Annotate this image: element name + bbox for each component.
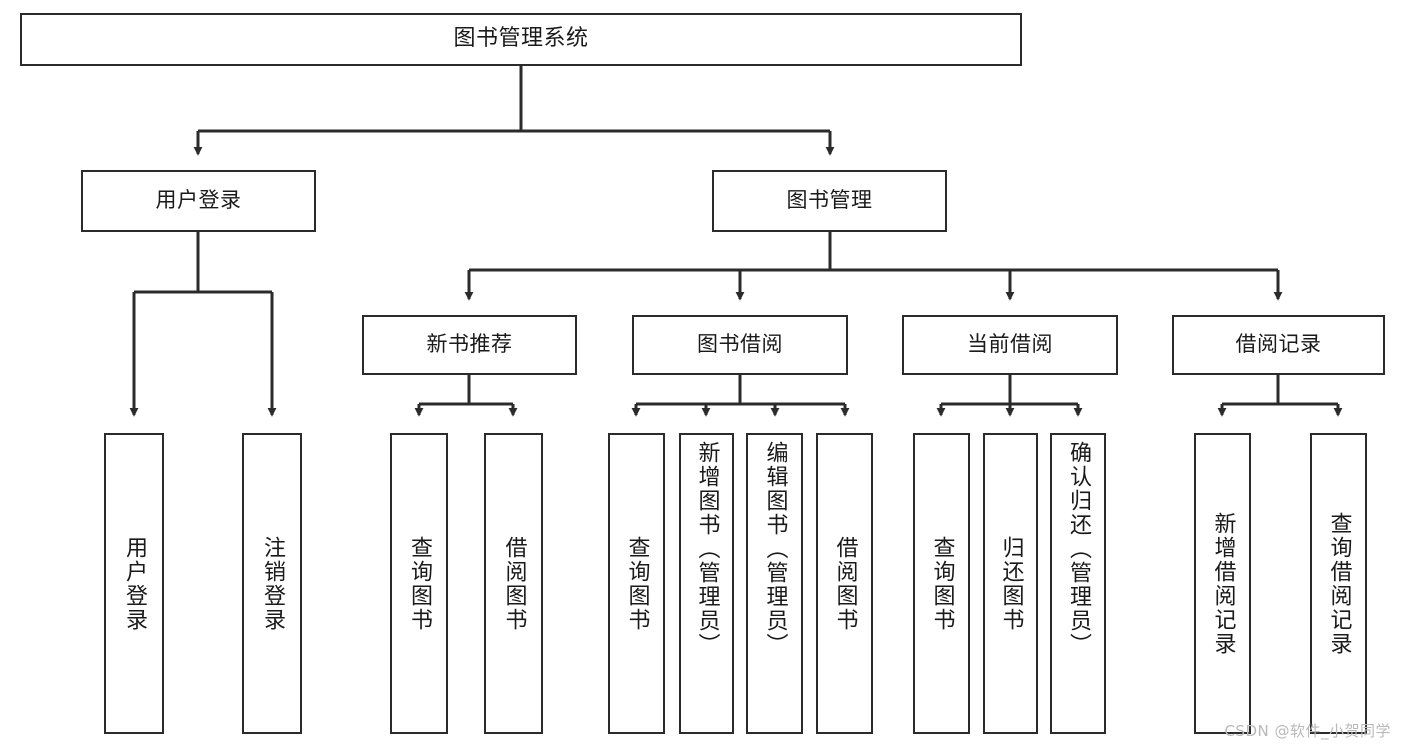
leaf-add-book[interactable]: 新增图书（管理员） [679, 433, 734, 734]
node-new-book-recommend[interactable]: 新书推荐 [362, 315, 577, 375]
leaf-add-record[interactable]: 新增借阅记录 [1194, 433, 1251, 734]
leaf-return-book[interactable]: 归还图书 [983, 433, 1038, 734]
leaf-query-book-1-label: 查询图书 [406, 535, 432, 632]
leaf-query-book-1[interactable]: 查询图书 [390, 433, 448, 734]
node-user-login-label: 用户登录 [155, 188, 242, 213]
leaf-borrow-book-1-label: 借阅图书 [501, 535, 527, 632]
leaf-return-book-label: 归还图书 [998, 535, 1024, 632]
watermark: CSDN @软件_小贺同学 [1224, 722, 1391, 740]
leaf-edit-book[interactable]: 编辑图书（管理员） [746, 433, 803, 734]
leaf-query-record-label: 查询借阅记录 [1326, 511, 1352, 656]
leaf-logout-login[interactable]: 注销登录 [242, 433, 302, 734]
leaf-confirm-return[interactable]: 确认归还（管理员） [1050, 433, 1106, 734]
leaf-borrow-book-1[interactable]: 借阅图书 [484, 433, 543, 734]
leaf-query-book-3[interactable]: 查询图书 [913, 433, 970, 734]
node-book-manage[interactable]: 图书管理 [712, 170, 947, 232]
leaf-query-book-2[interactable]: 查询图书 [608, 433, 665, 734]
leaf-user-login-label: 用户登录 [121, 535, 147, 632]
node-user-login[interactable]: 用户登录 [81, 170, 316, 232]
leaf-add-book-label: 新增图书（管理员） [694, 441, 720, 657]
leaf-borrow-book-2-label: 借阅图书 [832, 535, 858, 632]
leaf-query-record[interactable]: 查询借阅记录 [1310, 433, 1367, 734]
node-root-label: 图书管理系统 [453, 26, 589, 52]
leaf-add-record-label: 新增借阅记录 [1210, 511, 1236, 656]
node-book-borrow[interactable]: 图书借阅 [632, 315, 848, 375]
node-book-borrow-label: 图书借阅 [697, 332, 783, 357]
node-root[interactable]: 图书管理系统 [20, 13, 1022, 66]
leaf-query-book-3-label: 查询图书 [929, 535, 955, 632]
node-book-manage-label: 图书管理 [786, 188, 873, 213]
node-current-borrow-label: 当前借阅 [967, 332, 1053, 357]
leaf-query-book-2-label: 查询图书 [624, 535, 650, 632]
node-current-borrow[interactable]: 当前借阅 [902, 315, 1118, 375]
node-new-book-recommend-label: 新书推荐 [426, 332, 513, 357]
leaf-logout-login-label: 注销登录 [259, 535, 285, 632]
node-borrow-record[interactable]: 借阅记录 [1172, 315, 1385, 375]
leaf-confirm-return-label: 确认归还（管理员） [1065, 441, 1091, 657]
leaf-user-login[interactable]: 用户登录 [104, 433, 164, 734]
node-borrow-record-label: 借阅记录 [1235, 332, 1322, 357]
leaf-borrow-book-2[interactable]: 借阅图书 [816, 433, 873, 734]
leaf-edit-book-label: 编辑图书（管理员） [762, 441, 788, 657]
